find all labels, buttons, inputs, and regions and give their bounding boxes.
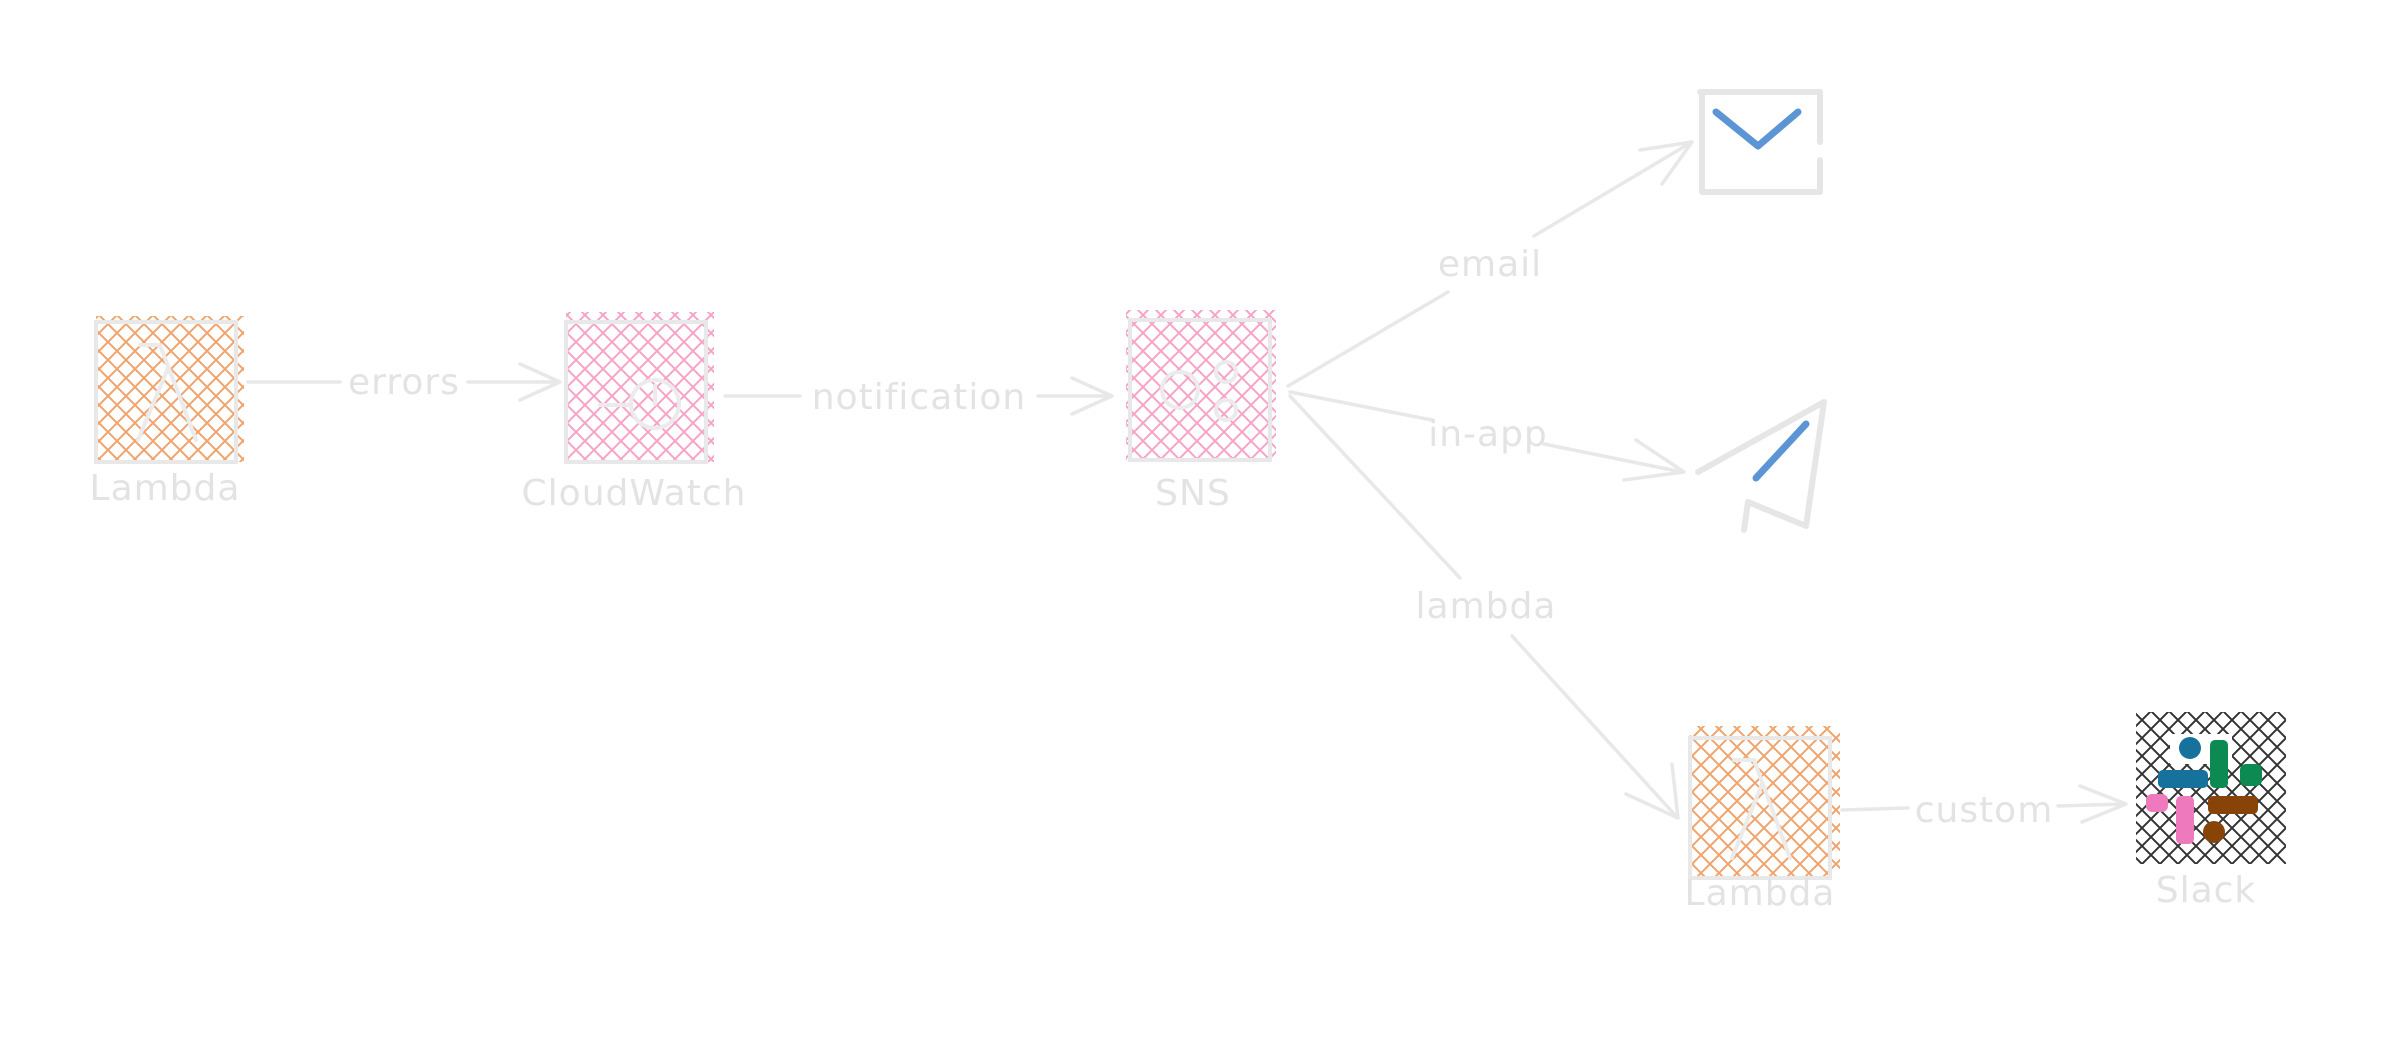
node-lambda-target: Lambda <box>1685 726 1840 914</box>
edge-label-custom: custom <box>1915 790 2054 831</box>
node-label-lambda-target: Lambda <box>1685 873 1836 914</box>
edge-email <box>1286 140 1694 388</box>
node-cloudwatch: CloudWatch <box>522 312 747 514</box>
edge-errors <box>246 362 562 402</box>
edge-in-app <box>1288 390 1686 482</box>
edge-custom <box>1840 784 2128 824</box>
node-slack: Slack <box>2136 712 2286 911</box>
node-label-slack: Slack <box>2156 870 2257 911</box>
edge-label-lambda: lambda <box>1416 586 1557 627</box>
cloudwatch-icon <box>564 312 714 464</box>
envelope-icon <box>1697 89 1823 195</box>
edge-label-email: email <box>1438 244 1542 285</box>
lambda-icon <box>1688 726 1840 880</box>
node-lambda-source: Lambda <box>90 316 244 509</box>
paper-plane-icon <box>1695 399 1827 533</box>
node-sns: SNS <box>1126 310 1276 514</box>
node-label-cloudwatch: CloudWatch <box>522 473 747 514</box>
sns-icon <box>1126 310 1276 462</box>
node-label-lambda-source: Lambda <box>90 468 241 509</box>
edge-lambda <box>1288 394 1680 820</box>
lambda-icon <box>94 316 244 464</box>
edge-label-notification: notification <box>812 377 1026 418</box>
edge-label-errors: errors <box>348 362 460 403</box>
node-label-sns: SNS <box>1155 473 1231 514</box>
slack-icon <box>2136 712 2286 864</box>
edge-label-in-app: in-app <box>1428 414 1548 455</box>
node-in-app <box>1695 399 1827 533</box>
node-email <box>1697 89 1823 195</box>
edge-notification <box>723 376 1114 416</box>
